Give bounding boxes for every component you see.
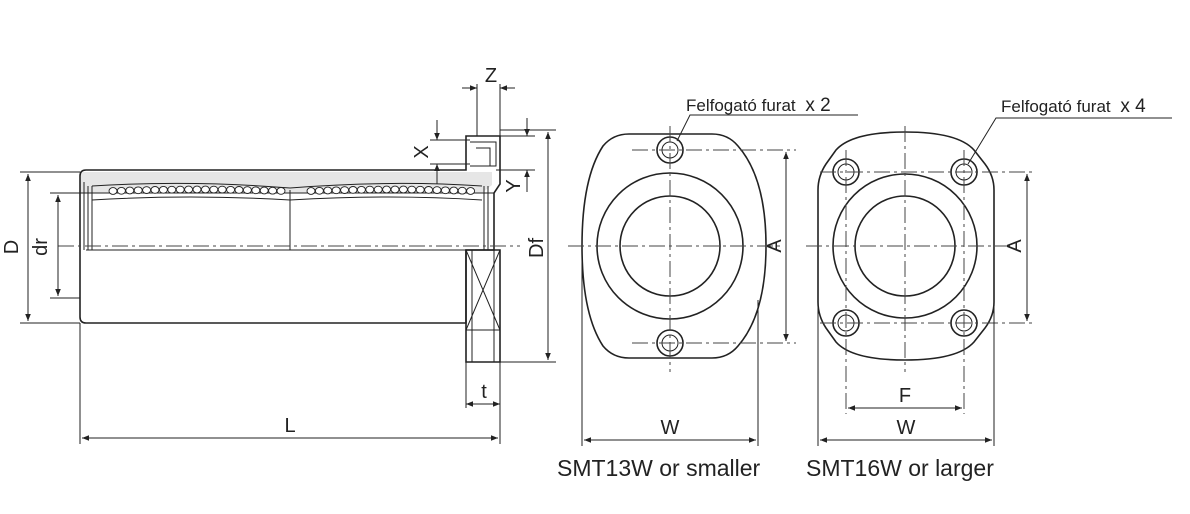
note-holes-4-count: x 4 bbox=[1120, 96, 1146, 117]
w-left-label: W bbox=[661, 417, 680, 439]
caption-large: SMT16W or larger bbox=[806, 455, 994, 481]
ball bbox=[184, 185, 194, 194]
ball bbox=[242, 186, 252, 194]
w-right-ext bbox=[817, 302, 995, 446]
seal-left bbox=[83, 182, 93, 250]
ball bbox=[209, 185, 219, 194]
ball bbox=[125, 186, 135, 195]
ball bbox=[226, 185, 236, 194]
dr-label: dr bbox=[30, 238, 52, 256]
dr-ext bbox=[50, 192, 80, 299]
ball bbox=[234, 186, 244, 194]
retainer-line bbox=[91, 182, 483, 189]
ball bbox=[466, 187, 476, 195]
ball bbox=[150, 186, 160, 194]
ball bbox=[192, 185, 202, 194]
ball bbox=[175, 185, 185, 194]
ball bbox=[449, 186, 459, 195]
ball bbox=[200, 185, 210, 194]
ball bbox=[390, 185, 400, 194]
ball bbox=[158, 185, 168, 194]
note-holes-4: Felfogató furat x 4 bbox=[1001, 96, 1146, 117]
caption-small: SMT13W or smaller bbox=[557, 455, 761, 481]
ball bbox=[348, 186, 358, 194]
ball bbox=[407, 185, 417, 194]
side-view: Z X Y Df D dr t L bbox=[1, 65, 556, 444]
x-label: X bbox=[411, 145, 433, 158]
y-label: Y bbox=[503, 179, 525, 192]
hole-v-centerlines-large bbox=[845, 150, 965, 414]
ball bbox=[133, 186, 143, 195]
flange-inner bbox=[471, 250, 495, 362]
ball bbox=[340, 186, 350, 194]
ball bbox=[251, 186, 261, 195]
ball-row bbox=[108, 185, 476, 195]
ball bbox=[424, 186, 434, 194]
ball bbox=[457, 186, 467, 195]
f-label: F bbox=[899, 385, 911, 407]
ball bbox=[116, 186, 126, 195]
flange-lower bbox=[465, 249, 501, 363]
note-leader-small bbox=[676, 114, 858, 142]
note-holes-2: Felfogató furat x 2 bbox=[686, 95, 831, 116]
ball bbox=[398, 185, 408, 194]
ball bbox=[323, 186, 333, 195]
a-left-label: A bbox=[764, 239, 786, 253]
d-label: D bbox=[1, 240, 23, 254]
ball bbox=[356, 185, 366, 194]
ball bbox=[373, 185, 383, 194]
w-right-label: W bbox=[897, 417, 916, 439]
l-label: L bbox=[284, 415, 295, 437]
ball bbox=[276, 187, 286, 195]
ball bbox=[259, 186, 269, 195]
ball bbox=[365, 185, 375, 194]
df-label: Df bbox=[526, 238, 548, 258]
a-right-label: A bbox=[1004, 239, 1026, 253]
ball bbox=[382, 185, 392, 194]
w-left-ext bbox=[581, 260, 759, 446]
z-label: Z bbox=[485, 65, 497, 87]
front-view-small: A W Felfogató furat x 2 SMT13W or smalle… bbox=[557, 95, 858, 481]
l-ext bbox=[79, 323, 501, 444]
note-holes-2-text: Felfogató furat bbox=[686, 96, 796, 115]
ball bbox=[142, 186, 152, 194]
ball bbox=[314, 186, 324, 195]
flange-cross bbox=[465, 249, 501, 331]
y-ext bbox=[496, 135, 535, 171]
ball bbox=[167, 185, 177, 194]
x-ext bbox=[430, 139, 470, 165]
hole-centerlines-small bbox=[632, 149, 796, 344]
ball bbox=[432, 186, 442, 194]
t-label: t bbox=[481, 381, 487, 403]
d-ext bbox=[20, 171, 80, 324]
flange-outline-small bbox=[581, 133, 767, 359]
note-holes-4-text: Felfogató furat bbox=[1001, 97, 1111, 116]
z-ext bbox=[476, 84, 501, 136]
ball bbox=[440, 186, 450, 195]
note-holes-2-count: x 2 bbox=[805, 95, 830, 116]
ball bbox=[217, 185, 227, 194]
seal-right bbox=[483, 186, 489, 250]
df-ext bbox=[500, 129, 556, 363]
ball bbox=[415, 185, 425, 194]
note-leader-large bbox=[967, 117, 1172, 165]
ball bbox=[108, 187, 118, 195]
ball bbox=[268, 186, 278, 195]
bolt-hole bbox=[470, 141, 497, 167]
retainer-line-lower bbox=[91, 196, 483, 201]
ball bbox=[306, 187, 316, 195]
hole-centerlines-large bbox=[820, 171, 1036, 324]
ball bbox=[331, 186, 341, 195]
front-view-large: A F W Felfogató furat x 4 SMT16W or larg… bbox=[806, 96, 1172, 481]
